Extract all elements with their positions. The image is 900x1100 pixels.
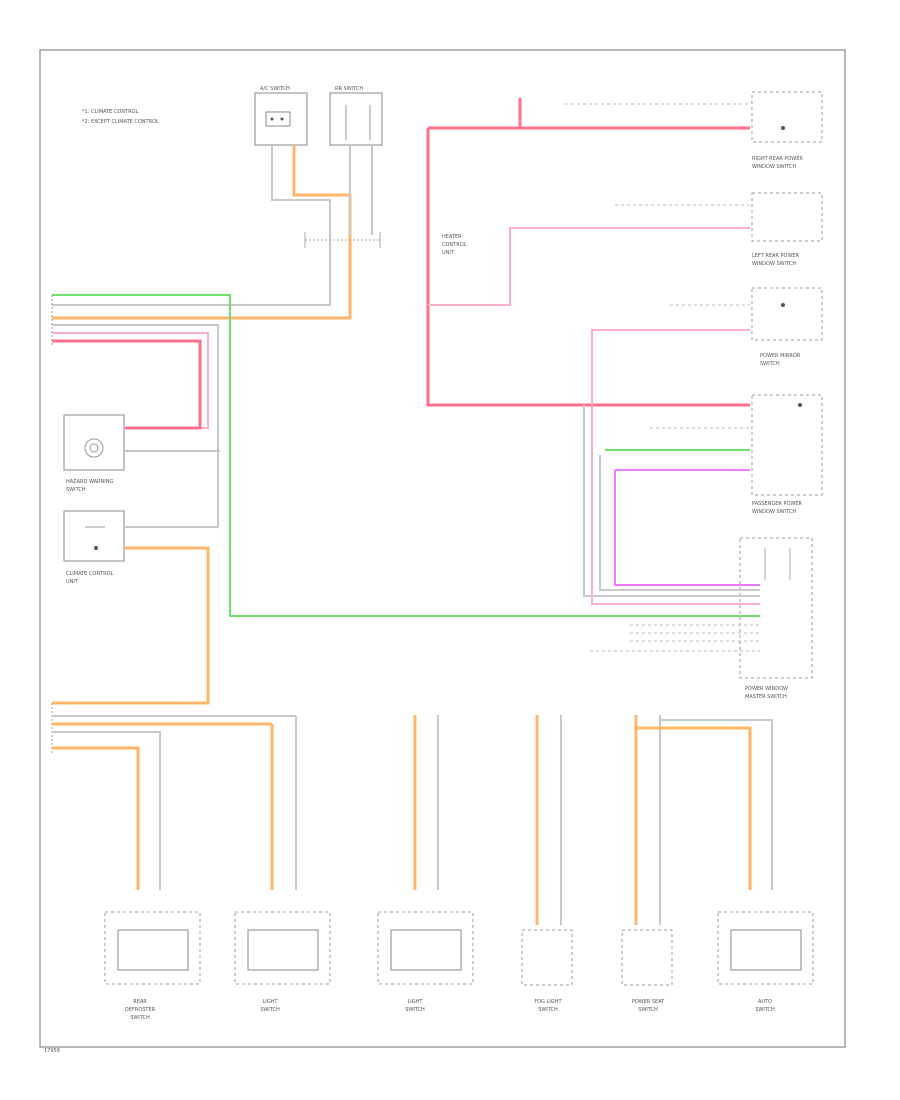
left-rear-window-switch: LEFT REAR POWER WINDOW SWITCH bbox=[751, 192, 823, 267]
hazard-warning-switch: HAZARD WARNING SWITCH bbox=[63, 414, 125, 493]
left-connector-top bbox=[51, 294, 760, 617]
footer-code: 17958 bbox=[44, 1048, 60, 1054]
climate-control-unit: CLIMATE CONTROL UNIT bbox=[63, 510, 125, 585]
center-label-2: CONTROL bbox=[442, 242, 467, 248]
bottom-switch-2-label-2: SWITCH bbox=[260, 1007, 280, 1013]
mirror-label-1: POWER MIRROR bbox=[760, 353, 801, 359]
bottom-switch-5-label-2: SWITCH bbox=[638, 1007, 658, 1013]
bottom-switch-1-label-2: DEFROSTER bbox=[125, 1007, 156, 1013]
top-switch-rr-label: RR SWITCH bbox=[335, 86, 363, 92]
bottom-switch-4: FOG LIGHT SWITCH bbox=[521, 929, 573, 1013]
bottom-switch-6-label-1: AUTO bbox=[758, 999, 772, 1005]
bottom-switch-6: AUTO SWITCH bbox=[717, 911, 814, 1013]
bottom-switch-1-label-3: SWITCH bbox=[130, 1015, 150, 1021]
mirror-label-2: SWITCH bbox=[760, 361, 780, 367]
bottom-switch-1-label-1: REAR bbox=[133, 999, 147, 1005]
bottom-switch-4-label-1: FOG LIGHT bbox=[534, 999, 562, 1005]
hazard-switch-label-2: SWITCH bbox=[66, 487, 86, 493]
passenger-window-switch: PASSENGER POWER WINDOW SWITCH bbox=[751, 394, 823, 515]
bottom-switch-2-label-1: LIGHT bbox=[263, 999, 279, 1005]
bottom-switch-4-label-2: SWITCH bbox=[538, 1007, 558, 1013]
bottom-switch-5: POWER SEAT SWITCH bbox=[621, 929, 673, 1013]
top-switch-ac-label: A/C SWITCH bbox=[260, 86, 290, 92]
legend-line-2: *2: EXCEPT CLIMATE CONTROL bbox=[82, 119, 159, 125]
hazard-switch-label-1: HAZARD WARNING bbox=[66, 479, 113, 485]
power-mirror-switch: POWER MIRROR SWITCH bbox=[751, 287, 823, 367]
legend-line-1: *1: CLIMATE CONTROL bbox=[82, 109, 138, 115]
power-window-master-switch: POWER WINDOW MASTER SWITCH bbox=[739, 537, 813, 700]
climate-unit-label-1: CLIMATE CONTROL bbox=[66, 571, 114, 577]
lr-window-label-1: LEFT REAR POWER bbox=[752, 253, 800, 259]
rr-window-label-2: WINDOW SWITCH bbox=[752, 164, 796, 170]
passenger-window-label-2: WINDOW SWITCH bbox=[752, 509, 796, 515]
master-switch-label-2: MASTER SWITCH bbox=[745, 694, 787, 700]
center-label-1: HEATER bbox=[442, 234, 462, 240]
top-switch-ac: A/C SWITCH bbox=[254, 86, 308, 146]
master-switch-label-1: POWER WINDOW bbox=[745, 686, 788, 692]
right-rear-window-switch: RIGHT REAR POWER WINDOW SWITCH bbox=[751, 91, 823, 170]
bottom-switch-1: REAR DEFROSTER SWITCH bbox=[104, 911, 201, 1021]
rr-window-label-1: RIGHT REAR POWER bbox=[752, 156, 803, 162]
bottom-switch-3-label-1: LIGHT bbox=[408, 999, 424, 1005]
diagram-frame bbox=[39, 49, 846, 1048]
bottom-switch-5-label-1: POWER SEAT bbox=[632, 999, 665, 1005]
passenger-window-label-1: PASSENGER POWER bbox=[752, 501, 803, 507]
bottom-switch-3: LIGHT SWITCH bbox=[377, 911, 474, 1013]
bottom-switch-2: LIGHT SWITCH bbox=[234, 911, 331, 1013]
lr-window-label-2: WINDOW SWITCH bbox=[752, 261, 796, 267]
bottom-switch-3-label-2: SWITCH bbox=[405, 1007, 425, 1013]
bottom-switch-6-label-2: SWITCH bbox=[755, 1007, 775, 1013]
center-label-3: UNIT bbox=[442, 250, 455, 256]
top-switch-rr: RR SWITCH bbox=[329, 86, 383, 146]
climate-unit-label-2: UNIT bbox=[66, 579, 79, 585]
